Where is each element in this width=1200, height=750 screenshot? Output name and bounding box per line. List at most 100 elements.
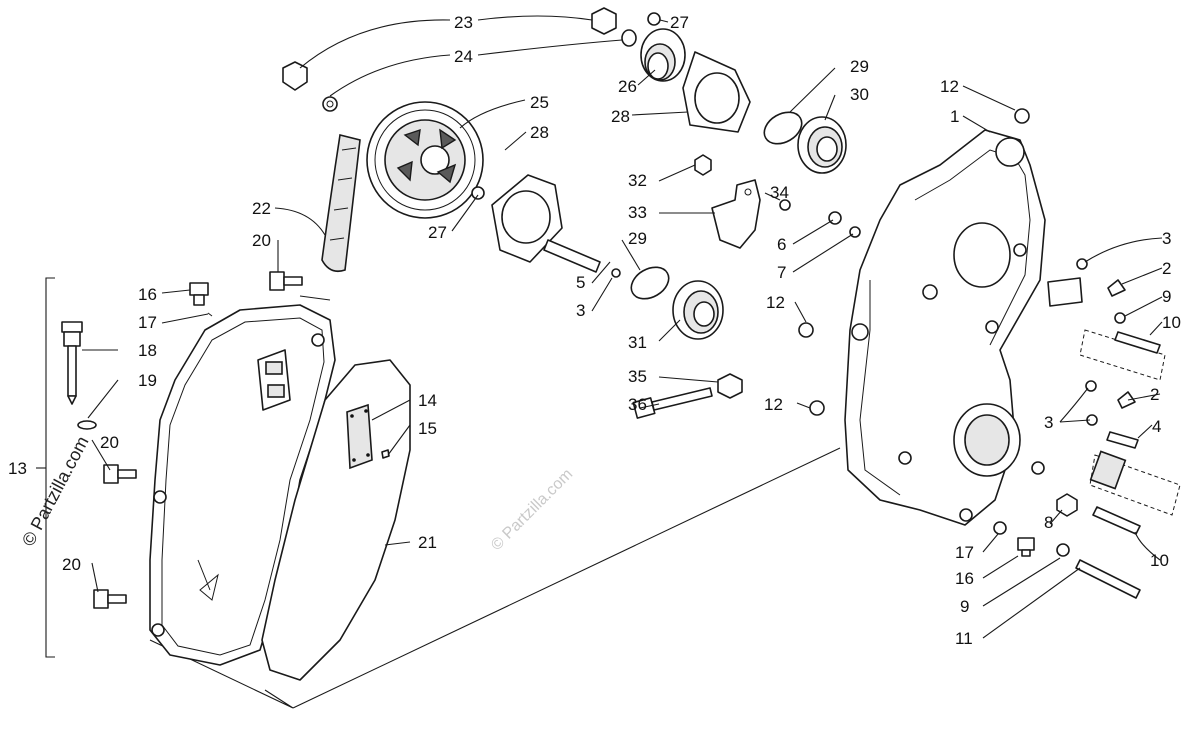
- washer-17-top: [207, 312, 213, 317]
- dipstick: [61, 321, 83, 405]
- group-13-bracket: [45, 277, 55, 658]
- callout-34: 34: [770, 183, 789, 202]
- callout-33: 33: [628, 203, 647, 222]
- washer-3-top: [1076, 258, 1088, 270]
- callout-10-low: 10: [1150, 551, 1169, 570]
- callout-3-mid: 3: [1044, 413, 1054, 432]
- washer-9-low: [1056, 543, 1070, 557]
- bolt-11: [1075, 559, 1141, 599]
- callout-29-top: 29: [850, 57, 869, 76]
- bolt-2-mid: [1117, 391, 1136, 409]
- callout-25: 25: [530, 93, 549, 112]
- callout-17-low: 17: [955, 543, 974, 562]
- callout-27-top: 27: [670, 13, 689, 32]
- bearing-plate-28-top: [682, 51, 751, 133]
- callout-13: 13: [8, 459, 27, 478]
- callout-23: 23: [454, 13, 473, 32]
- callout-20-top: 20: [252, 231, 271, 250]
- bearing-plate-28-bottom: [491, 174, 563, 263]
- nut-12-top: [1014, 108, 1030, 124]
- washer-17-low: [993, 521, 1007, 535]
- stud-5: [543, 239, 601, 273]
- callout-31: 31: [628, 333, 647, 352]
- washer-3-left: [611, 268, 621, 278]
- bearing-30: [797, 116, 847, 174]
- callout-5: 5: [576, 273, 586, 292]
- spacer: [1047, 277, 1083, 307]
- callout-21: 21: [418, 533, 437, 552]
- washer-34: [779, 199, 791, 211]
- callout-29-bottom: 29: [628, 229, 647, 248]
- callout-9-top: 9: [1162, 287, 1172, 306]
- callout-27-left: 27: [428, 223, 447, 242]
- callout-8: 8: [1044, 513, 1054, 532]
- nut-6: [828, 211, 842, 225]
- bolt-10-top: [1114, 331, 1161, 354]
- plate-screw: [381, 449, 390, 459]
- nut-12-low: [809, 400, 825, 416]
- callout-28-bottom: 28: [530, 123, 549, 142]
- callout-19: 19: [138, 371, 157, 390]
- callout-35: 35: [628, 367, 647, 386]
- washer-24-left: [322, 96, 338, 112]
- o-ring-19: [77, 420, 97, 430]
- chaincase-housing: [844, 129, 1046, 526]
- bolt-20-top: [269, 271, 303, 291]
- callout-16-low: 16: [955, 569, 974, 588]
- callout-20-mid: 20: [100, 433, 119, 452]
- bearing-31: [672, 280, 724, 340]
- callout-12-low: 12: [764, 395, 783, 414]
- callout-3-top: 3: [1162, 229, 1172, 248]
- large-sprocket: [366, 101, 484, 219]
- nut-23-right: [591, 7, 617, 35]
- callout-14: 14: [418, 391, 437, 410]
- callout-36: 36: [628, 395, 647, 414]
- callout-22: 22: [252, 199, 271, 218]
- leader-lines: [82, 15, 1163, 639]
- cover-plate: [346, 403, 373, 470]
- callout-3-left: 3: [576, 301, 586, 320]
- callout-28-top: 28: [611, 107, 630, 126]
- drive-chain: [321, 134, 361, 273]
- small-sprocket: [640, 28, 686, 82]
- bolt-20-mid: [103, 464, 137, 484]
- washer-3-mid: [1085, 380, 1097, 392]
- nut-27-left: [471, 186, 485, 200]
- callout-4: 4: [1152, 417, 1162, 436]
- nut-23-left: [282, 61, 308, 91]
- bolt-2-top: [1107, 279, 1126, 297]
- callout-2-top: 2: [1162, 259, 1172, 278]
- callout-7: 7: [777, 263, 787, 282]
- o-ring-29-bottom: [630, 266, 670, 300]
- drain-plug-16-top: [189, 282, 209, 306]
- nut-12-mid: [798, 322, 814, 338]
- callout-10-top: 10: [1162, 313, 1181, 332]
- callout-1: 1: [950, 107, 960, 126]
- bolt-4: [1106, 431, 1139, 449]
- callout-26: 26: [618, 77, 637, 96]
- tensioner-block: [257, 349, 291, 411]
- callout-20-low: 20: [62, 555, 81, 574]
- gasket: [261, 359, 411, 681]
- callout-9-low: 9: [960, 597, 970, 616]
- washer-9-top: [1114, 312, 1126, 324]
- nut-27-top: [647, 12, 661, 26]
- bolt-10-low: [1092, 506, 1141, 535]
- o-ring-29-top: [763, 111, 803, 145]
- bolt-20-low: [93, 589, 127, 609]
- callout-30: 30: [850, 85, 869, 104]
- nut-35: [717, 373, 743, 399]
- nut-32: [694, 154, 712, 176]
- callout-24: 24: [454, 47, 473, 66]
- callout-11: 11: [955, 629, 973, 648]
- callout-32: 32: [628, 171, 647, 190]
- callout-17-top: 17: [138, 313, 157, 332]
- bolt-36: [632, 387, 713, 419]
- callout-2-mid: 2: [1150, 385, 1160, 404]
- callout-6: 6: [777, 235, 787, 254]
- drain-plug-16-low: [1017, 537, 1035, 557]
- output-shaft: [1089, 450, 1181, 516]
- callout-16-top: 16: [138, 285, 157, 304]
